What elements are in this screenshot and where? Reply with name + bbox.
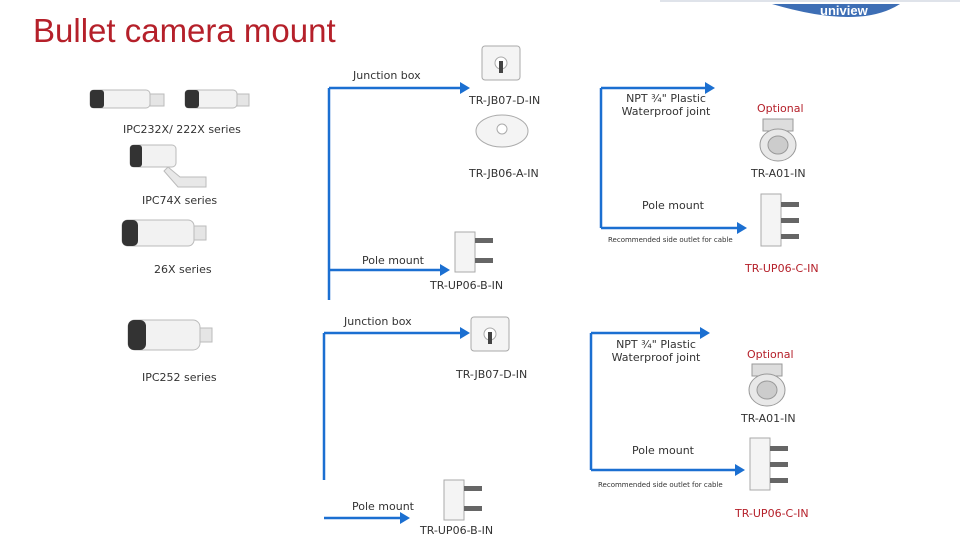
- recommended-outlet-note: Recommended side outlet for cable: [598, 481, 723, 489]
- brand-logo: uniview: [660, 0, 960, 22]
- pole-mount-image: [755, 190, 805, 254]
- camera-series-label: IPC232X/ 222X series: [123, 123, 241, 136]
- npt-joint-label: NPT ¾" Plastic Waterproof joint: [621, 92, 711, 118]
- junction-box-label: Junction box: [344, 315, 412, 328]
- optional-label: Optional: [757, 102, 804, 115]
- pole-mount-image: [744, 434, 794, 498]
- camera-series-label: 26X series: [154, 263, 212, 276]
- bullet-camera-image: [120, 214, 210, 258]
- model-label: TR-UP06-B-IN: [430, 279, 504, 292]
- model-label: TR-JB07-D-IN: [456, 368, 528, 381]
- pole-mount-label: Pole mount: [642, 199, 704, 212]
- optional-label: Optional: [747, 348, 794, 361]
- model-label: TR-UP06-B-IN: [420, 524, 494, 537]
- bullet-camera-image: [128, 143, 210, 195]
- waterproof-joint-image: [746, 362, 788, 412]
- pole-mount-image: [449, 230, 499, 278]
- pole-mount-label: Pole mount: [352, 500, 414, 513]
- camera-series-label: IPC252 series: [142, 371, 217, 384]
- brand-name: uniview: [820, 3, 869, 18]
- junction-box-image: [478, 42, 524, 88]
- pole-mount-label: Pole mount: [362, 254, 424, 267]
- model-label: TR-UP06-C-IN: [735, 507, 809, 520]
- pole-mount-label: Pole mount: [632, 444, 694, 457]
- npt-joint-label: NPT ¾" Plastic Waterproof joint: [611, 338, 701, 364]
- junction-box-label: Junction box: [353, 69, 421, 82]
- model-label: TR-JB07-D-IN: [469, 94, 541, 107]
- model-label: TR-JB06-A-IN: [469, 167, 539, 180]
- model-label: TR-A01-IN: [751, 167, 806, 180]
- bullet-camera-image: [183, 86, 253, 116]
- bullet-camera-image: [126, 314, 216, 362]
- junction-box-image: [474, 113, 530, 153]
- page-title: Bullet camera mount: [33, 12, 336, 49]
- junction-box-image: [467, 313, 513, 359]
- pole-mount-image: [438, 478, 488, 526]
- waterproof-joint-image: [757, 117, 799, 167]
- camera-series-label: IPC74X series: [142, 194, 218, 207]
- recommended-outlet-note: Recommended side outlet for cable: [608, 236, 733, 244]
- model-label: TR-UP06-C-IN: [745, 262, 819, 275]
- model-label: TR-A01-IN: [741, 412, 796, 425]
- bullet-camera-image: [88, 86, 168, 116]
